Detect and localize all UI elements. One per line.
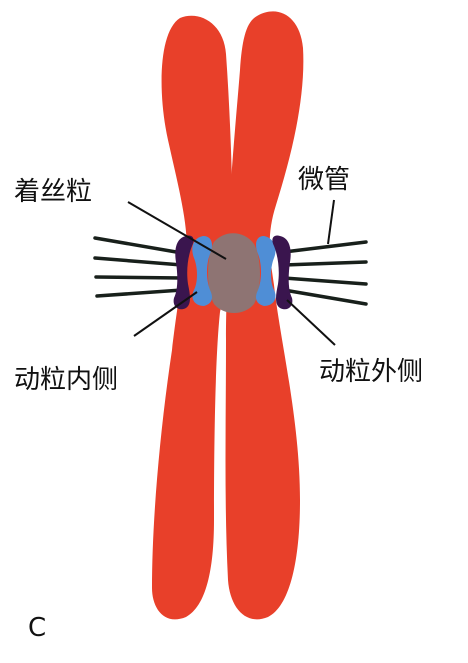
label-inner-kinetochore: 动粒内侧 (14, 365, 118, 395)
label-outer-kinetochore: 动粒外侧 (319, 357, 423, 387)
label-centromere: 着丝粒 (14, 177, 92, 207)
outer-kinetochore-right (272, 235, 293, 310)
outer-kinetochore-left (173, 235, 194, 310)
microtubule-line (94, 275, 184, 280)
leader-inner-kinetochore (133, 291, 198, 337)
label-microtubule: 微管 (298, 165, 350, 195)
microtubule-line (282, 240, 368, 254)
panel-label: C (28, 613, 46, 643)
microtubule-line (95, 288, 184, 298)
chromatid-right (225, 11, 304, 620)
microtubules-right (282, 240, 368, 306)
microtubule-line (282, 276, 368, 286)
microtubule-line (282, 260, 368, 267)
microtubule-line (282, 288, 368, 306)
inner-kinetochore-right (256, 236, 276, 306)
microtubule-line (93, 256, 184, 267)
leader-microtubule (327, 199, 335, 245)
microtubules-left (93, 236, 184, 298)
inner-kinetochore-left (192, 236, 212, 306)
leader-outer-kinetochore (286, 299, 336, 346)
leader-centromere (127, 201, 227, 260)
centromere (208, 233, 260, 313)
microtubule-line (93, 236, 184, 255)
chromatid-left (152, 15, 233, 620)
leader-lines (127, 199, 336, 346)
